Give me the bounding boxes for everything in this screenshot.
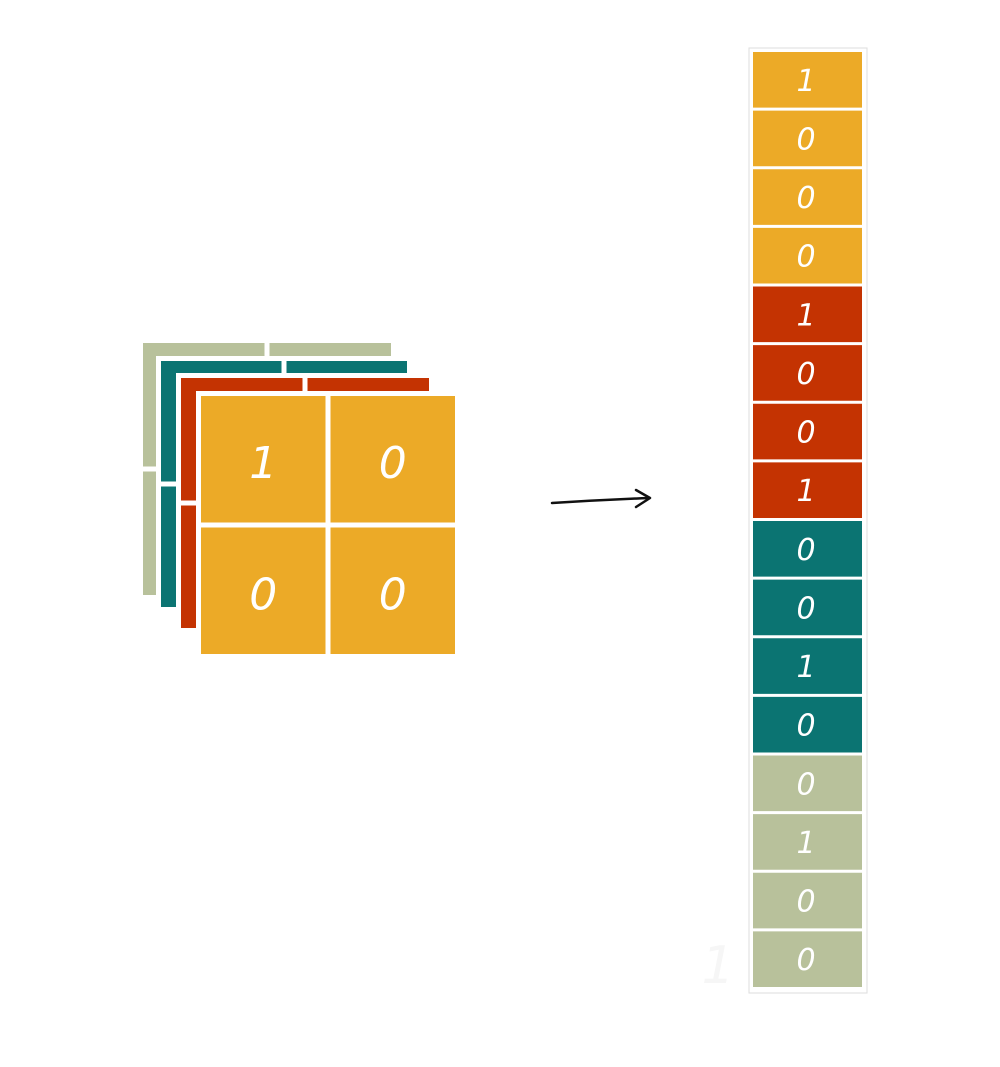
- vector-cell-value: 0: [796, 240, 815, 275]
- vector-cell: 1: [753, 52, 862, 108]
- vector-cell-value: 1: [796, 298, 815, 333]
- faint-label: 1: [701, 936, 734, 996]
- channel-grid-1: 1 0 0 0: [196, 391, 460, 659]
- vector-cell-fill: [753, 814, 862, 870]
- grid-cell-value: 0: [379, 569, 407, 620]
- vector-cell-fill: [753, 872, 862, 929]
- vector-cell-fill: [753, 755, 862, 812]
- vector-cell: 1: [753, 286, 862, 343]
- vector-cell: 0: [753, 696, 862, 753]
- vector-cell-value: 0: [796, 591, 815, 626]
- right-arrow-icon: [550, 488, 652, 509]
- vector-cell-fill: [753, 169, 862, 225]
- vector-cell: 0: [753, 227, 862, 284]
- grid-cell-value: 0: [379, 438, 407, 489]
- vector-cell-value: 1: [796, 474, 815, 509]
- vector-cell: 0: [753, 345, 862, 401]
- vector-cell: 0: [753, 521, 862, 577]
- vector-cell: 0: [753, 403, 862, 460]
- vector-cell-fill: [753, 227, 862, 284]
- grid-cell: [201, 527, 326, 654]
- vector-cell: 0: [753, 872, 862, 929]
- vector-cell-fill: [753, 52, 862, 108]
- vector-cell: 0: [753, 169, 862, 225]
- vector-cell-value: 1: [796, 826, 815, 861]
- grid-cell-value: 1: [249, 438, 277, 489]
- vector-cell-value: 1: [796, 64, 815, 99]
- vector-cell-value: 0: [796, 709, 815, 744]
- vector-cell-value: 0: [796, 767, 815, 802]
- grid-cell: [330, 527, 455, 654]
- vector-cell: 1: [753, 462, 862, 518]
- flattened-vector: 1 0 0 0 1 0 0 1 0 0 1 0 0 1 0 0: [748, 47, 868, 994]
- vector-cell: 0: [753, 755, 862, 812]
- vector-cell-fill: [753, 521, 862, 577]
- vector-cell-fill: [753, 345, 862, 401]
- vector-cell-fill: [753, 638, 862, 694]
- vector-cell-value: 0: [796, 357, 815, 392]
- vector-cell: 0: [753, 931, 862, 987]
- input-tensor-stack: 1 0 0 0: [138, 338, 460, 659]
- vector-cell-fill: [753, 110, 862, 167]
- grid-cell-value: 0: [249, 569, 277, 620]
- vector-cell-value: 0: [796, 533, 815, 568]
- vector-cell-value: 1: [796, 650, 815, 685]
- vector-cell-fill: [753, 931, 862, 987]
- vector-cell-fill: [753, 579, 862, 636]
- vector-cell-fill: [753, 696, 862, 753]
- vector-cell-fill: [753, 286, 862, 343]
- grid-cell: [330, 396, 455, 523]
- vector-cell-fill: [753, 403, 862, 460]
- vector-cell: 1: [753, 638, 862, 694]
- vector-cell: 0: [753, 110, 862, 167]
- grid-cell: [201, 396, 326, 523]
- vector-cell-value: 0: [796, 416, 815, 451]
- vector-cell-value: 0: [796, 885, 815, 920]
- vector-cell-fill: [753, 462, 862, 518]
- vector-cell: 1: [753, 814, 862, 870]
- vector-cell-value: 0: [796, 943, 815, 978]
- vector-cell-value: 0: [796, 122, 815, 157]
- vector-cell: 0: [753, 579, 862, 636]
- vector-cell-value: 0: [796, 181, 815, 216]
